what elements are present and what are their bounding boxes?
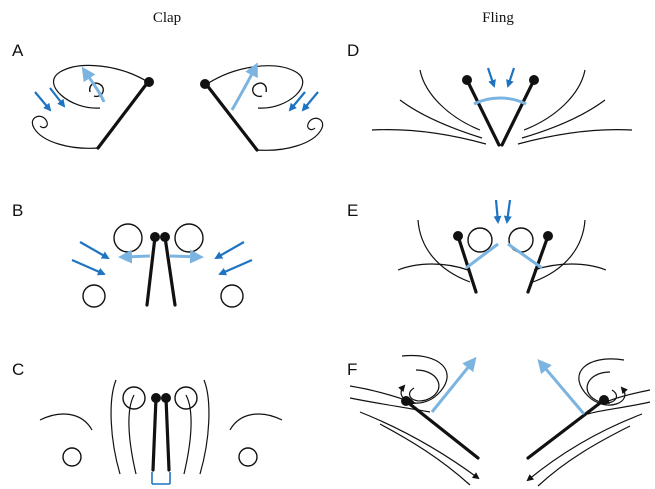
flow-arrow [216,242,244,258]
right-wing [166,398,169,470]
flow-arrow [303,92,318,110]
flow-line [538,426,630,486]
vortex [63,448,81,466]
panel-f [350,355,650,486]
flow-arrow [290,92,305,110]
vortex [83,285,105,307]
leading-edge [200,79,210,89]
flow-line [372,130,486,144]
flow-line [40,414,92,430]
flow-line [32,116,98,148]
flow-arrow [80,242,108,258]
panel-a [32,65,322,150]
leading-edge [401,396,411,406]
flow-line [534,264,606,270]
panel-label-d: D [347,41,359,60]
vortex [175,387,197,409]
panel-label-e: E [347,201,358,220]
induced-flow-arrow [508,244,542,268]
clap-column-title: Clap [153,10,181,26]
panel-label-a: A [12,41,24,60]
vortex [123,387,145,409]
panel-label-b: B [12,201,23,220]
flow-line [380,424,470,485]
panel-b [72,224,252,307]
panel-d [372,68,632,145]
flow-line [111,380,120,474]
leading-edge [543,231,553,241]
leading-edge [150,232,160,242]
vortex [221,285,243,307]
induced-flow-arrow [170,256,200,257]
flow-line [184,395,191,474]
lift-arrow [432,360,474,412]
vortex [114,224,142,252]
flow-arrow [508,68,514,86]
left-wing [153,398,156,470]
panel-c [40,380,282,484]
leading-edge [151,393,161,403]
flow-arrow [35,92,50,110]
flow-line [410,370,439,401]
flow-arrow [220,260,252,274]
leading-edge [160,232,170,242]
left-wing [147,237,155,305]
flow-line [401,355,447,403]
induced-flow-arrow [474,98,526,104]
leading-edge [161,393,171,403]
flow-line [604,390,650,403]
flow-line [528,414,642,480]
vortex [239,448,257,466]
flow-arrow [72,260,104,274]
fling-column-title: Fling [482,10,514,26]
induced-flow-arrow [122,256,150,257]
flow-arrow [496,200,498,222]
vortex [175,224,203,252]
panel-label-c: C [12,360,24,379]
leading-edge [144,77,154,87]
right-wing [206,84,257,150]
flow-line [230,414,282,430]
flow-line [533,220,585,282]
panel-e [398,200,606,292]
leading-edge [599,395,609,405]
leading-edge-vortex [253,83,267,96]
flow-line [129,395,136,474]
leading-edge [529,75,539,85]
flow-arrow [507,200,510,222]
panel-label-f: F [347,360,357,379]
left-wing [98,82,148,148]
flow-line [257,118,323,150]
flow-line [398,264,468,270]
leading-edge [453,231,463,241]
left-wing [406,401,478,458]
flow-line [518,130,632,144]
flow-line [200,380,209,474]
leading-edge [462,75,472,85]
downward-jet-mark [152,472,170,484]
flow-arrow [488,68,494,86]
vortex [468,228,492,252]
right-wing [165,237,175,305]
lift-arrow [540,362,584,414]
right-wing [528,400,604,458]
